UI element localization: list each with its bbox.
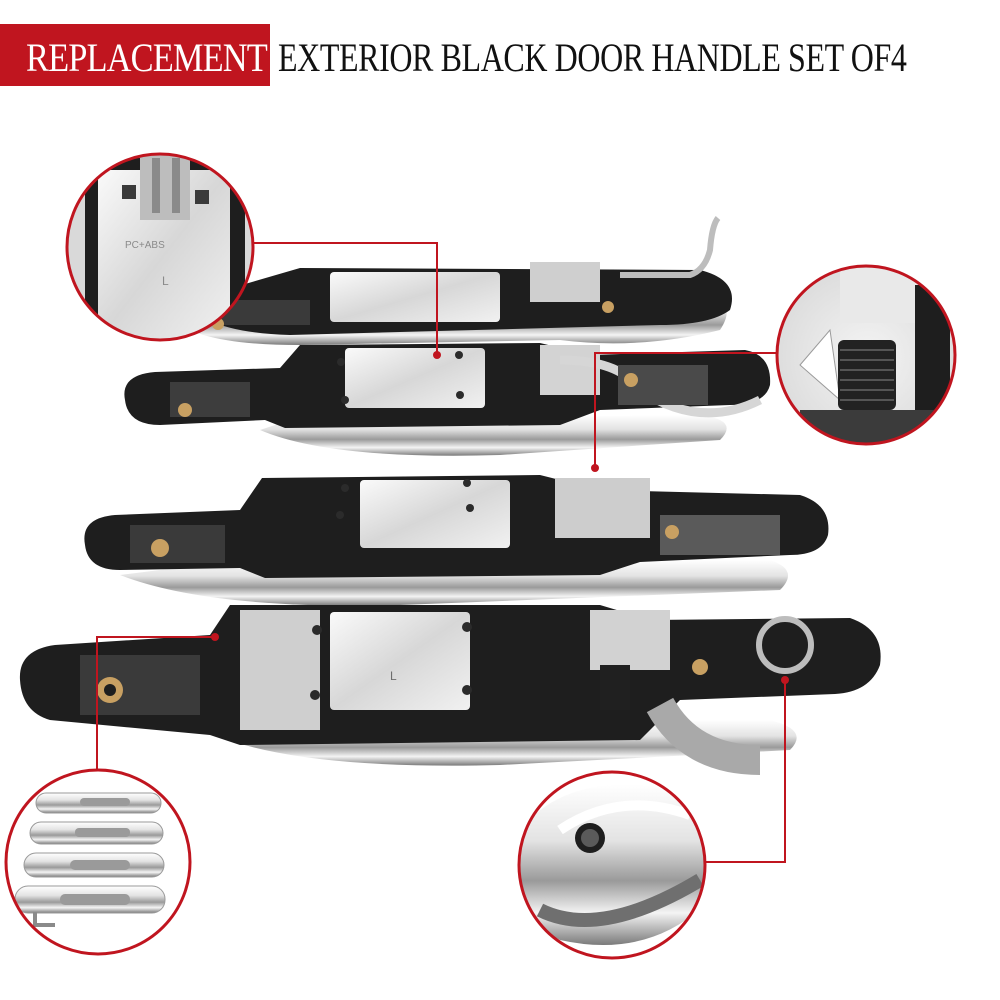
detail-lens-spring bbox=[775, 264, 957, 446]
detail-lens-gasket: PC+ABS L bbox=[65, 152, 255, 342]
door-handle-1 bbox=[175, 216, 732, 345]
title-text: EXTERIOR BLACK DOOR HANDLE SET OF4 bbox=[278, 35, 907, 80]
door-handle-3 bbox=[84, 475, 829, 606]
highlight-text: REPLACEMENT bbox=[26, 35, 268, 80]
detail-lens-keyhole bbox=[517, 770, 707, 960]
gasket-material-mark: PC+ABS bbox=[125, 240, 165, 251]
callout-lines bbox=[96, 242, 786, 863]
detail-lens-set-of-four bbox=[4, 768, 192, 956]
title-banner: REPLACEMENT EXTERIOR BLACK DOOR HANDLE S… bbox=[0, 18, 1000, 88]
callout-dots bbox=[211, 351, 789, 684]
side-mark-4: L bbox=[390, 669, 397, 683]
door-handle-2 bbox=[124, 343, 771, 456]
door-handle-4: L bbox=[19, 605, 881, 775]
side-mark-lens: L bbox=[162, 274, 169, 288]
highlight-box: REPLACEMENT bbox=[0, 24, 270, 86]
